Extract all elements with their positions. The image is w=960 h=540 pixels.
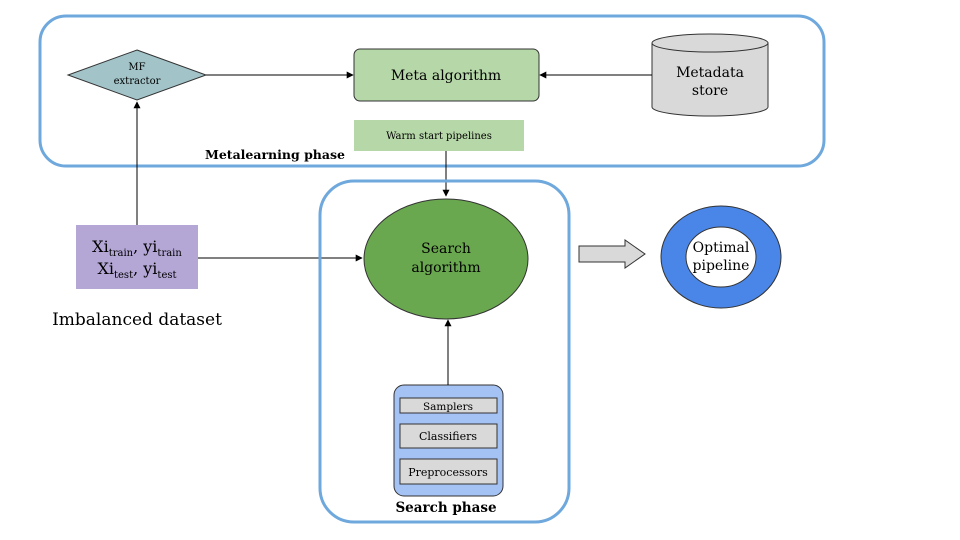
component-classifiers bbox=[399, 423, 498, 449]
block-arrow-to-optimal bbox=[578, 239, 646, 269]
dataset-train-x-sub: train bbox=[109, 248, 134, 259]
dataset-train-y: yi bbox=[142, 237, 157, 256]
dataset-test-x-sub: test bbox=[114, 270, 133, 281]
optimal-pipeline-hole bbox=[685, 226, 757, 288]
optimal-pipeline-label-line2: pipeline bbox=[693, 258, 750, 274]
dataset-test-line: Xitest, yitest bbox=[97, 259, 176, 281]
metalearning-phase-container bbox=[38, 14, 826, 168]
search-phase-container bbox=[318, 179, 571, 524]
meta-algorithm-label: Meta algorithm bbox=[391, 68, 501, 84]
dataset-test-x: Xi bbox=[97, 259, 114, 278]
metalearning-phase-label: Metalearning phase bbox=[205, 147, 345, 162]
dataset-train-sep: , bbox=[133, 237, 143, 256]
warm-start-node bbox=[354, 120, 524, 151]
component-preprocessors-label: Preprocessors bbox=[408, 466, 488, 479]
dataset-caption: Imbalanced dataset bbox=[52, 310, 222, 330]
mf-extractor-label-line1: MF bbox=[128, 62, 145, 73]
mf-extractor-label-line2: extractor bbox=[114, 76, 161, 87]
mf-extractor-node bbox=[66, 49, 208, 101]
dataset-test-y: yi bbox=[142, 259, 157, 278]
metadata-store-label-line2: store bbox=[692, 83, 728, 99]
metadata-store-label-line1: Metadata bbox=[676, 65, 744, 81]
component-samplers bbox=[399, 397, 498, 414]
dataset-train-y-sub: train bbox=[157, 248, 182, 259]
search-algorithm-label-line2: algorithm bbox=[411, 260, 480, 276]
dataset-node bbox=[76, 225, 198, 289]
search-algorithm-node bbox=[363, 198, 529, 320]
search-algorithm-label-line1: Search bbox=[421, 241, 471, 257]
component-classifiers-label: Classifiers bbox=[419, 430, 477, 443]
meta-algorithm-node bbox=[353, 48, 540, 102]
dataset-test-sep: , bbox=[133, 259, 143, 278]
component-preprocessors bbox=[399, 458, 498, 485]
metadata-store-node bbox=[651, 33, 769, 117]
warm-start-label: Warm start pipelines bbox=[386, 131, 492, 142]
search-phase-label: Search phase bbox=[395, 500, 496, 516]
optimal-pipeline-label-line1: Optimal bbox=[693, 240, 750, 256]
component-samplers-label: Samplers bbox=[423, 401, 473, 413]
dataset-test-y-sub: test bbox=[157, 270, 176, 281]
dataset-train-x: Xi bbox=[92, 237, 109, 256]
dataset-train-line: Xitrain, yitrain bbox=[92, 237, 182, 259]
